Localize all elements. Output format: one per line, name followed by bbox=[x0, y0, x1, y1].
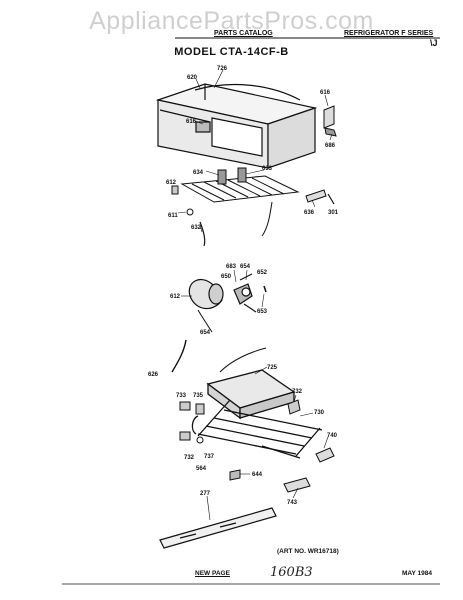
part-label-652: 652 bbox=[257, 270, 268, 276]
part-label-735: 735 bbox=[193, 393, 204, 399]
part-label-683: 683 bbox=[226, 264, 237, 270]
heater-wire bbox=[261, 201, 273, 237]
part-label-612-top: 612 bbox=[166, 180, 177, 186]
part-label-732-top: 732 bbox=[292, 389, 303, 395]
part-label-616-right: 616 bbox=[320, 90, 331, 96]
footer-new-page: NEW PAGE bbox=[195, 570, 230, 577]
part-label-626: 626 bbox=[148, 372, 159, 378]
part-652-screw bbox=[263, 285, 267, 293]
part-label-686: 686 bbox=[325, 143, 336, 149]
part-label-612-mid: 612 bbox=[170, 294, 181, 300]
part-label-636: 636 bbox=[304, 210, 315, 216]
part-label-732-bottom: 732 bbox=[184, 455, 195, 461]
header-mark: \J bbox=[430, 38, 438, 48]
part-label-726: 726 bbox=[217, 66, 228, 72]
header-parts-catalog: PARTS CATALOG bbox=[214, 30, 273, 37]
part-label-632: 632 bbox=[191, 225, 202, 231]
part-label-620: 620 bbox=[187, 75, 198, 81]
model-title: MODEL CTA-14CF-B bbox=[174, 46, 289, 58]
art-number: (ART NO. WR16718) bbox=[277, 548, 339, 555]
part-label-644: 644 bbox=[252, 472, 263, 478]
part-636-thermostat bbox=[305, 189, 327, 203]
leader-lines bbox=[177, 69, 333, 521]
header-series: REFRIGERATOR F SERIES bbox=[344, 30, 434, 37]
part-616-clip bbox=[323, 105, 337, 137]
part-301-screw bbox=[327, 193, 335, 205]
hardware-612-611 bbox=[171, 185, 194, 216]
evaporator-coil bbox=[191, 369, 323, 459]
part-label-725: 725 bbox=[267, 365, 278, 371]
part-644 bbox=[229, 469, 241, 481]
part-label-740: 740 bbox=[327, 433, 338, 439]
freezer-shelf bbox=[180, 167, 300, 203]
wire-632 bbox=[199, 221, 206, 247]
part-label-737: 737 bbox=[204, 454, 215, 460]
part-label-730: 730 bbox=[314, 410, 325, 416]
site-watermark: AppliancePartsPros.com bbox=[89, 7, 374, 35]
footer-date: MAY 1984 bbox=[402, 570, 432, 577]
part-label-653: 653 bbox=[257, 309, 268, 315]
wire-725 bbox=[219, 347, 267, 373]
part-277-rail bbox=[159, 507, 277, 549]
part-label-616-left: 616 bbox=[186, 119, 197, 125]
part-737-washer bbox=[196, 436, 204, 444]
part-733-735-clips bbox=[179, 401, 205, 415]
part-label-654-bottom: 654 bbox=[200, 330, 211, 336]
part-label-611: 611 bbox=[168, 213, 178, 219]
part-label-634: 634 bbox=[193, 170, 204, 176]
part-740-drain bbox=[315, 447, 335, 463]
part-label-654-top: 654 bbox=[240, 264, 251, 270]
part-label-277: 277 bbox=[200, 491, 211, 497]
bracket-654 bbox=[197, 309, 213, 333]
part-743-bracket bbox=[283, 477, 311, 493]
part-label-743: 743 bbox=[287, 500, 298, 506]
part-labels: 726 620 616 616 686 634 633 612 636 301 … bbox=[148, 66, 339, 506]
wire-626 bbox=[171, 339, 187, 373]
part-label-301: 301 bbox=[328, 210, 339, 216]
fan-motor-assembly bbox=[188, 273, 257, 313]
part-label-564: 564 bbox=[196, 466, 207, 472]
handwritten-code: 160B3 bbox=[270, 565, 313, 580]
part-label-733: 733 bbox=[176, 393, 187, 399]
part-label-650: 650 bbox=[221, 274, 232, 280]
freezer-compartment bbox=[155, 83, 318, 169]
part-732-top bbox=[287, 399, 301, 415]
part-label-633: 633 bbox=[262, 166, 273, 172]
part-732-bottom bbox=[179, 431, 191, 441]
